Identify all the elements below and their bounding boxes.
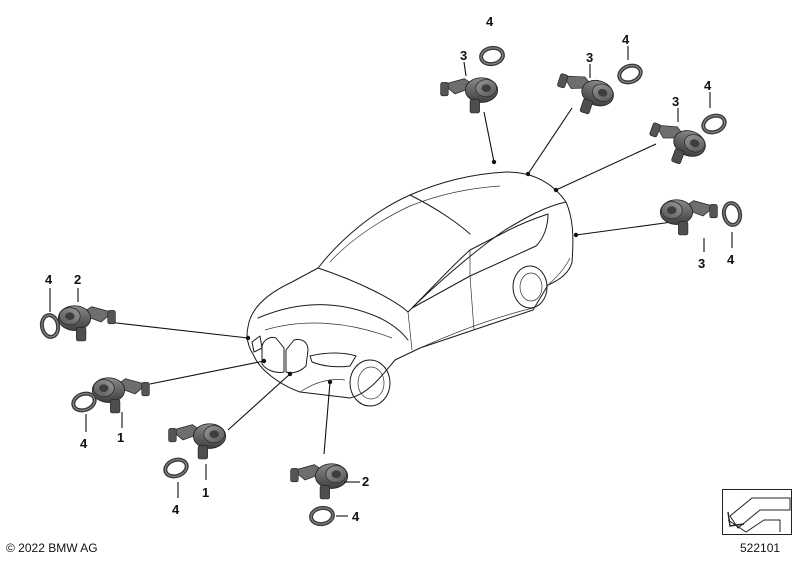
seal-ring-front-left-center[interactable] bbox=[68, 388, 100, 416]
label-2-front-left: 2 bbox=[74, 272, 81, 287]
seal-ring-front-right[interactable] bbox=[307, 504, 337, 528]
seal-ring-rear-left[interactable] bbox=[614, 60, 646, 88]
label-4-front-left: 4 bbox=[45, 272, 53, 287]
sensor-1-front-left-center[interactable] bbox=[91, 377, 150, 414]
label-3-top-center: 3 bbox=[460, 48, 467, 63]
sensor-3-rear-left[interactable] bbox=[551, 68, 618, 121]
label-1-front-right-center: 1 bbox=[202, 485, 209, 500]
label-4-front-right-center: 4 bbox=[172, 502, 180, 517]
label-4-rear-center: 4 bbox=[704, 78, 712, 93]
label-4-top-center: 4 bbox=[486, 14, 494, 29]
label-4-rear-right: 4 bbox=[727, 252, 735, 267]
copyright-text: © 2022 BMW AG bbox=[6, 541, 98, 555]
label-4-rear-left: 4 bbox=[622, 32, 630, 47]
seal-ring-rear-center[interactable] bbox=[698, 110, 730, 138]
label-3-rear-left: 3 bbox=[586, 50, 593, 65]
sensor-1-front-right-center[interactable] bbox=[168, 423, 227, 460]
sensor-3-top-center[interactable] bbox=[440, 77, 499, 114]
sensor-2-front-left[interactable] bbox=[57, 305, 116, 342]
seal-ring-front-right-center[interactable] bbox=[160, 454, 192, 482]
sensor-3-rear-right[interactable] bbox=[659, 199, 718, 236]
diagram-number: 522101 bbox=[740, 541, 781, 555]
label-3-rear-center: 3 bbox=[672, 94, 679, 109]
label-3-rear-right: 3 bbox=[698, 256, 705, 271]
seal-ring-front-left[interactable] bbox=[38, 311, 62, 341]
sensor-2-front-right[interactable] bbox=[290, 463, 349, 500]
reference-box bbox=[722, 489, 792, 535]
label-1-front-left-center: 1 bbox=[117, 430, 124, 445]
car-outline bbox=[246, 171, 574, 407]
reference-symbol-icon bbox=[727, 497, 791, 533]
seal-ring-rear-right[interactable] bbox=[720, 199, 744, 229]
sensor-3-rear-center[interactable] bbox=[642, 117, 710, 171]
leader-lines bbox=[107, 107, 673, 455]
label-2-front-right: 2 bbox=[362, 474, 369, 489]
seal-ring-top-center[interactable] bbox=[477, 44, 507, 68]
label-4-front-right: 4 bbox=[352, 509, 360, 524]
label-4-front-left-center: 4 bbox=[80, 436, 88, 451]
